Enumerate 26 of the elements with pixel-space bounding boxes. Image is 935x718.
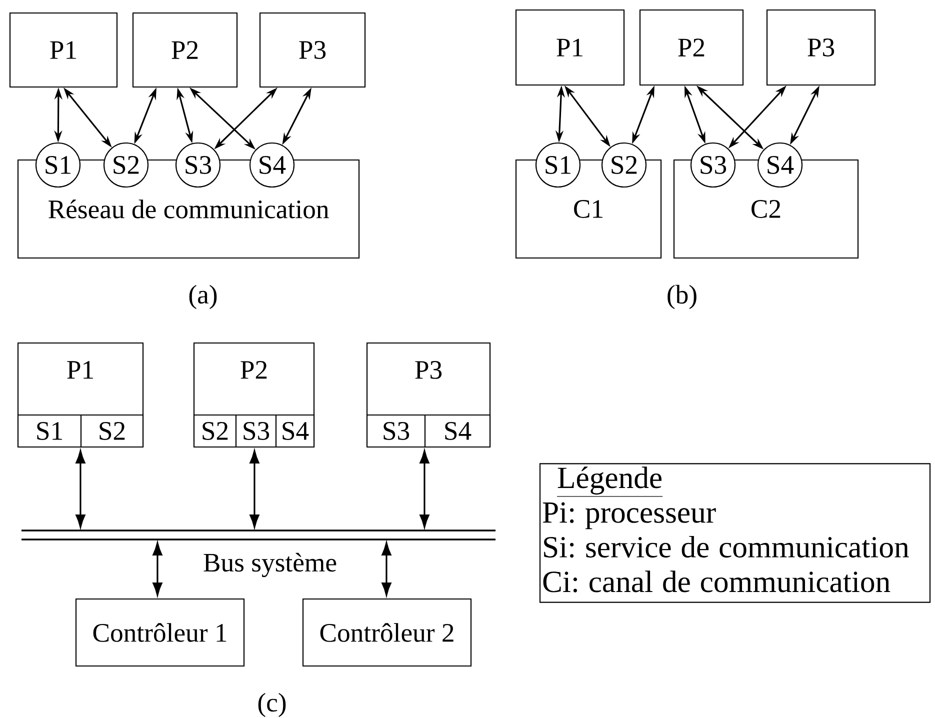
- arrow: [76, 450, 86, 528]
- service-cell: S4: [275, 414, 315, 448]
- process-box: Contrôleur 1: [75, 598, 245, 667]
- arrow: [382, 542, 392, 596]
- process-box: P2: [639, 9, 744, 86]
- service-cell: S2: [80, 414, 144, 448]
- arrow: [420, 450, 430, 528]
- panel-label: (c): [258, 692, 286, 718]
- arrow: [250, 450, 260, 528]
- service-cell: S4: [424, 414, 491, 448]
- service-cell: S3: [235, 414, 277, 448]
- panel-label: (a): [189, 284, 217, 310]
- service-cell: S3: [366, 414, 426, 448]
- panel-label: (b): [668, 284, 696, 310]
- process-box: Contrôleur 2: [302, 598, 472, 667]
- service-cell: S1: [17, 414, 82, 448]
- bus-label: Bus système: [204, 552, 336, 578]
- process-box: P3: [259, 12, 366, 88]
- arrow: [152, 542, 162, 596]
- legend-box: Légende Pi: processeur Si: service de communication Ci: canal de communication: [539, 463, 931, 603]
- process-box: P1: [9, 12, 118, 88]
- service-cell: S2: [193, 414, 237, 448]
- process-box: P1: [515, 9, 625, 86]
- process-box: P3: [766, 9, 876, 86]
- bus-line: [21, 530, 496, 540]
- process-box: P2: [132, 12, 238, 88]
